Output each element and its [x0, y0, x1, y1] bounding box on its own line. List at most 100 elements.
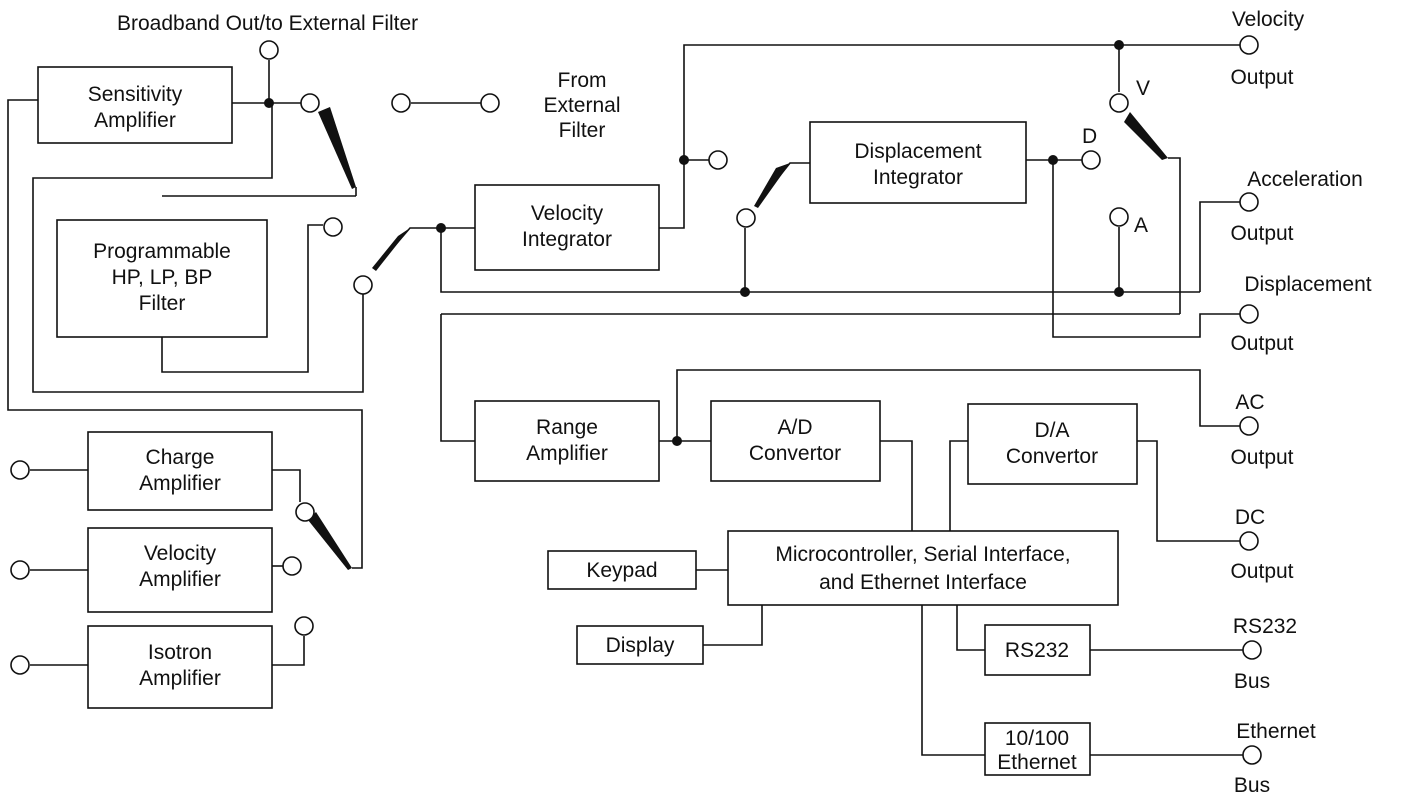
programmable-filter-label: HP, LP, BP — [112, 266, 213, 289]
velocity-output-terminal — [1239, 35, 1259, 55]
junction-dots — [264, 40, 1124, 446]
velocity-amplifier-block: Velocity Amplifier — [87, 527, 273, 613]
dc-output-terminal — [1239, 531, 1259, 551]
junction-dot — [740, 287, 750, 297]
switch-arrow-icon — [754, 163, 790, 208]
display-label: Display — [606, 634, 675, 657]
dc-output-label: Output — [1230, 560, 1293, 583]
from-external-filter-label: External — [543, 94, 620, 117]
ethernet-module-label: 10/100 — [1005, 727, 1069, 750]
rs232-bus-label: RS232 — [1233, 615, 1297, 638]
velocity-integrator-label: Velocity — [531, 202, 604, 225]
ad-convertor-label: A/D — [777, 416, 812, 439]
filter-terminal — [323, 217, 343, 237]
terminals — [10, 35, 1262, 765]
junction-dot — [1048, 155, 1058, 165]
switch-arrow-icon — [1124, 112, 1168, 160]
rs232-bus-label: Bus — [1234, 670, 1270, 693]
velocity-output-label: Velocity — [1232, 8, 1305, 31]
velocity-integrator-block: Velocity Integrator — [474, 184, 660, 271]
velocity-integrator-label: Integrator — [522, 228, 612, 251]
keypad-label: Keypad — [586, 559, 657, 582]
isotron-amplifier-block: Isotron Amplifier — [87, 625, 273, 709]
acceleration-output-label: Output — [1230, 222, 1293, 245]
acceleration-output-terminal — [1239, 192, 1259, 212]
junction-dot — [679, 155, 689, 165]
programmable-filter-label: Programmable — [93, 240, 231, 263]
da-convertor-block: D/A Convertor — [967, 403, 1138, 485]
charge-amplifier-label: Amplifier — [139, 472, 221, 495]
isotron-amp-terminal — [294, 616, 314, 636]
switch-terminal — [353, 275, 373, 295]
velocity-amp-terminal — [282, 556, 302, 576]
ethernet-bus-terminal — [1242, 745, 1262, 765]
output-labels: Velocity Output Acceleration Output Disp… — [1230, 8, 1371, 797]
ethernet-module-block: 10/100 Ethernet — [984, 722, 1091, 776]
broadband-out-label: Broadband Out/to External Filter — [117, 12, 418, 35]
switch-v-terminal — [1109, 93, 1129, 113]
displacement-output-label: Displacement — [1244, 273, 1371, 296]
displacement-integrator-label: Integrator — [873, 166, 963, 189]
velocity-output-label: Output — [1230, 66, 1293, 89]
velocity-amplifier-label: Amplifier — [139, 568, 221, 591]
rs232-block: RS232 — [984, 624, 1091, 676]
displacement-output-terminal — [1239, 304, 1259, 324]
ethernet-bus-label: Ethernet — [1236, 720, 1316, 743]
external-filter-terminal — [391, 93, 411, 113]
switch-a-label: A — [1134, 214, 1148, 237]
junction-dot — [1114, 40, 1124, 50]
switch-arrow-icon — [308, 512, 352, 570]
da-convertor-label: D/A — [1034, 419, 1069, 442]
ad-convertor-block: A/D Convertor — [710, 400, 881, 482]
display-block: Display — [576, 625, 704, 665]
ad-convertor-label: Convertor — [749, 442, 841, 465]
microcontroller-block: Microcontroller, Serial Interface, and E… — [727, 530, 1119, 606]
acceleration-output-label: Acceleration — [1247, 168, 1363, 191]
isotron-amplifier-label: Isotron — [148, 641, 212, 664]
junction-dot — [264, 98, 274, 108]
displacement-output-label: Output — [1230, 332, 1293, 355]
from-external-filter-label: From — [558, 69, 607, 92]
range-amplifier-label: Amplifier — [526, 442, 608, 465]
switch-arrows — [308, 107, 1168, 570]
dc-output-label: DC — [1235, 506, 1265, 529]
switch-v-label: V — [1136, 77, 1150, 100]
charge-amplifier-label: Charge — [146, 446, 215, 469]
external-filter-terminal — [480, 93, 500, 113]
junction-dot — [436, 223, 446, 233]
junction-dot — [1114, 287, 1124, 297]
switch-terminal — [736, 208, 756, 228]
microcontroller-label: Microcontroller, Serial Interface, — [775, 543, 1070, 566]
da-convertor-label: Convertor — [1006, 445, 1098, 468]
switch-d-terminal — [1081, 150, 1101, 170]
wiring — [7, 44, 1243, 756]
sensitivity-amplifier-block: Sensitivity Amplifier — [37, 66, 233, 144]
switch-a-terminal — [1109, 207, 1129, 227]
rs232-bus-terminal — [1242, 640, 1262, 660]
switch-terminal — [295, 502, 315, 522]
sensitivity-amplifier-label: Amplifier — [94, 109, 176, 132]
annotations: Broadband Out/to External Filter From Ex… — [117, 12, 1150, 237]
isotron-input-terminal — [10, 655, 30, 675]
programmable-filter-label: Filter — [139, 292, 186, 315]
broadband-out-terminal — [259, 40, 279, 60]
switch-arrow-icon — [372, 228, 410, 271]
velocity-amplifier-label: Velocity — [144, 542, 217, 565]
ac-output-label: AC — [1235, 391, 1264, 414]
rs232-label: RS232 — [1005, 639, 1069, 662]
charge-amplifier-block: Charge Amplifier — [87, 431, 273, 511]
displacement-integrator-block: Displacement Integrator — [809, 121, 1027, 204]
ethernet-module-label: Ethernet — [997, 751, 1077, 774]
switch-d-label: D — [1082, 125, 1097, 148]
keypad-block: Keypad — [547, 550, 697, 590]
ac-output-terminal — [1239, 416, 1259, 436]
range-amplifier-label: Range — [536, 416, 598, 439]
programmable-filter-block: Programmable HP, LP, BP Filter — [56, 219, 268, 338]
ac-output-label: Output — [1230, 446, 1293, 469]
switch-arrow-icon — [318, 107, 356, 189]
sensitivity-amplifier-label: Sensitivity — [88, 83, 183, 106]
ethernet-bus-label: Bus — [1234, 774, 1270, 797]
microcontroller-label: and Ethernet Interface — [819, 571, 1027, 594]
velocity-input-terminal — [10, 560, 30, 580]
